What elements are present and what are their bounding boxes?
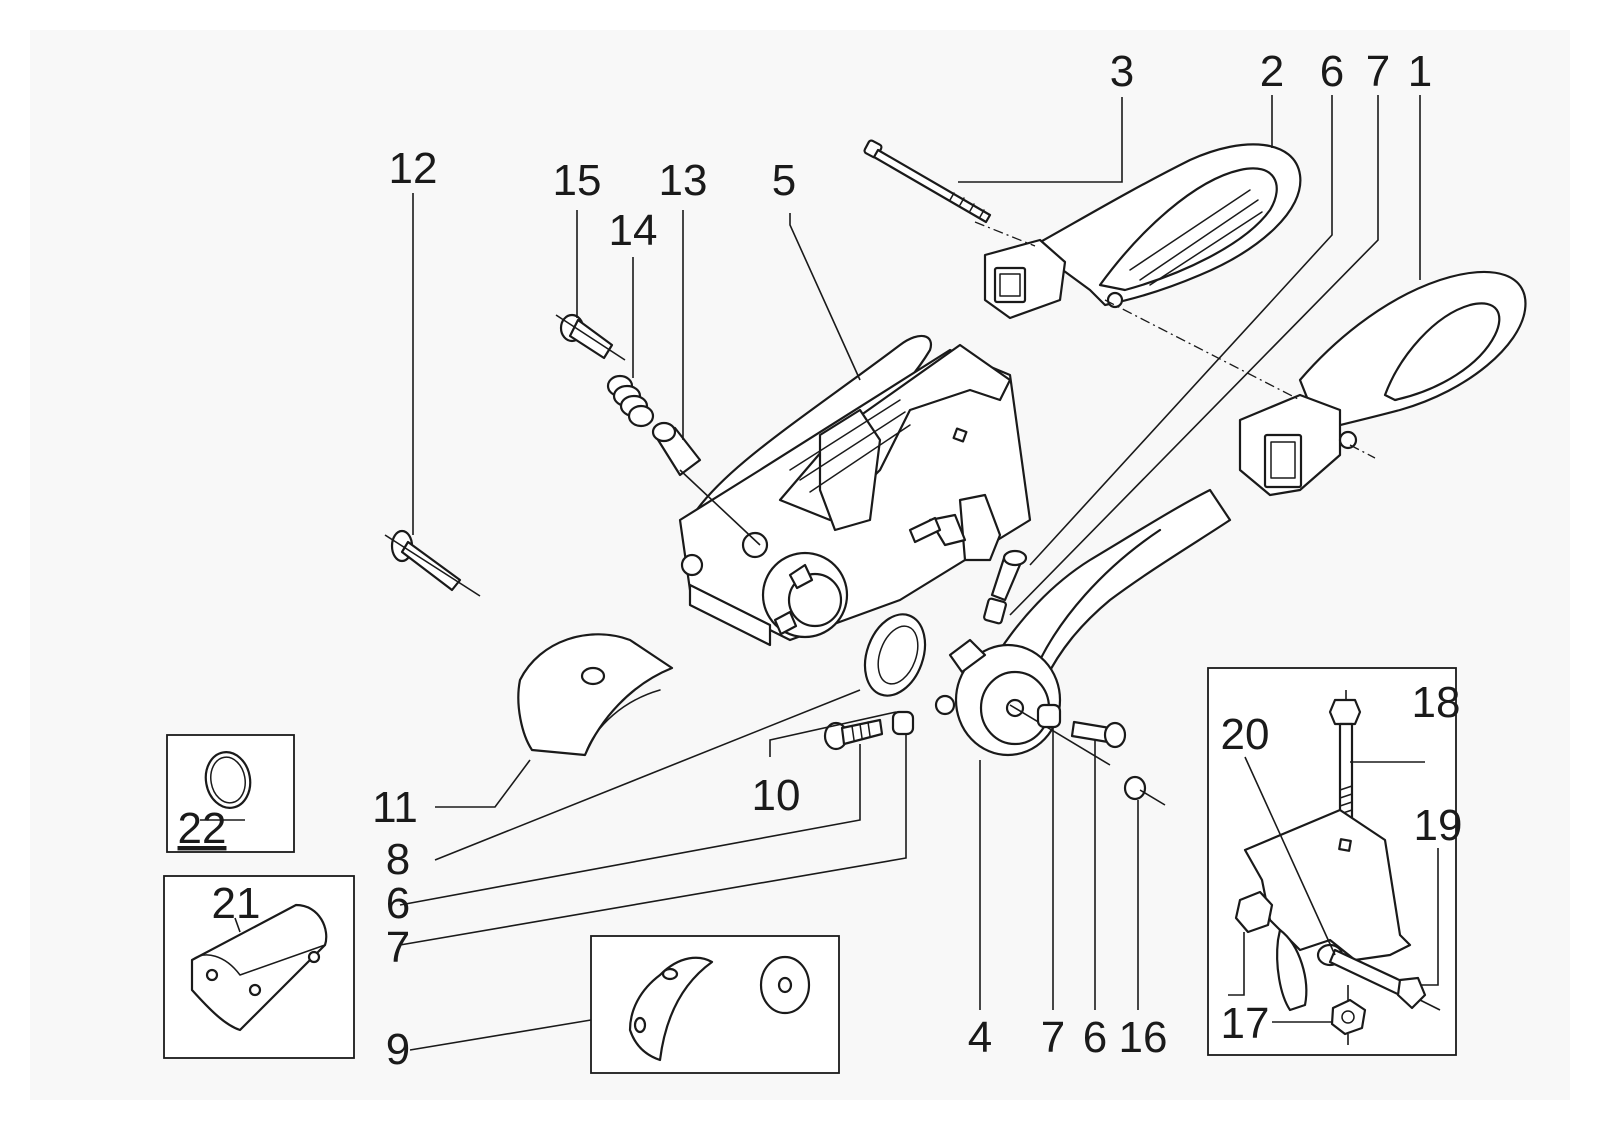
label-13: 13 bbox=[659, 156, 708, 205]
axis-line-12 bbox=[384, 534, 481, 597]
box-21 bbox=[163, 875, 355, 1059]
part-11-cover bbox=[517, 633, 674, 757]
label-8: 8 bbox=[386, 835, 410, 884]
label-20: 20 bbox=[1221, 710, 1270, 759]
label-2: 2 bbox=[1260, 47, 1284, 96]
label-12: 12 bbox=[389, 144, 438, 193]
label-6-left: 6 bbox=[386, 879, 410, 928]
part-3-long-bolt bbox=[863, 139, 992, 224]
part-6-screw-upper bbox=[983, 549, 1028, 625]
label-9: 9 bbox=[386, 1025, 410, 1074]
label-22: 22 bbox=[178, 804, 227, 853]
part-16-plug bbox=[1123, 775, 1166, 806]
label-21: 21 bbox=[212, 879, 261, 928]
label-6-bottom: 6 bbox=[1083, 1013, 1107, 1062]
label-11: 11 bbox=[372, 783, 418, 832]
label-17: 17 bbox=[1221, 999, 1270, 1048]
box-22 bbox=[166, 734, 295, 853]
axis-line-15 bbox=[555, 314, 626, 361]
label-7-top: 7 bbox=[1366, 47, 1390, 96]
box-9 bbox=[590, 935, 840, 1074]
part-2-handle-upper bbox=[983, 143, 1302, 320]
label-3: 3 bbox=[1110, 47, 1134, 96]
label-7-left: 7 bbox=[386, 923, 410, 972]
axis-line-handles bbox=[1104, 299, 1301, 401]
label-18: 18 bbox=[1412, 678, 1461, 727]
part-13-bushing bbox=[651, 421, 702, 477]
label-7-bottom: 7 bbox=[1041, 1013, 1065, 1062]
reference-numbers: 3 2 6 7 1 12 15 13 5 14 11 10 8 6 7 9 4 … bbox=[178, 47, 1463, 1074]
part-7-bushing-left bbox=[891, 710, 915, 736]
axis-line-13 bbox=[679, 469, 761, 546]
label-5: 5 bbox=[772, 156, 796, 205]
label-15: 15 bbox=[553, 156, 602, 205]
leader-lines bbox=[234, 95, 1439, 1051]
part-14-spring bbox=[606, 374, 655, 428]
label-6-top: 6 bbox=[1320, 47, 1344, 96]
label-14: 14 bbox=[609, 206, 658, 255]
part-6-screw-left bbox=[823, 718, 884, 751]
part-8-ring bbox=[863, 613, 927, 697]
label-19: 19 bbox=[1414, 801, 1463, 850]
label-10: 10 bbox=[752, 771, 801, 820]
axis-line-right bbox=[1349, 444, 1376, 459]
part-1-handle-right bbox=[1238, 270, 1527, 497]
label-1: 1 bbox=[1408, 47, 1432, 96]
part-7-bushing-right bbox=[1036, 703, 1062, 729]
label-4: 4 bbox=[968, 1013, 992, 1062]
axis-line-hub bbox=[1009, 704, 1111, 766]
part-5-coupling-head bbox=[678, 334, 1032, 647]
part-6-screw-right bbox=[1070, 720, 1127, 749]
label-16: 16 bbox=[1119, 1013, 1168, 1062]
